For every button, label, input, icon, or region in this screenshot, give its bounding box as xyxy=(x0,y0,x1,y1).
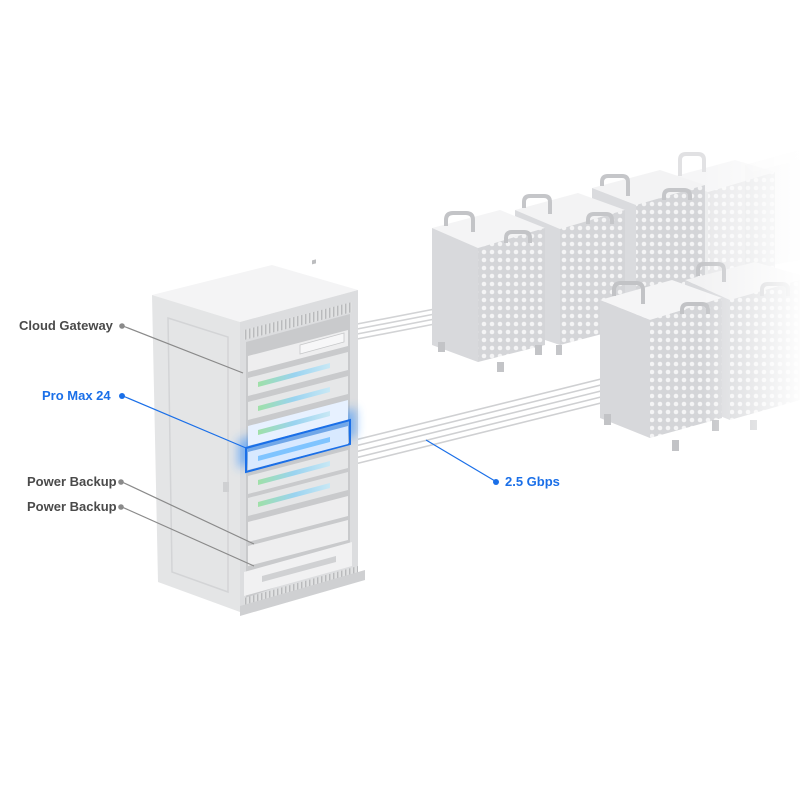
power-backup-label: Power Backup xyxy=(27,474,117,489)
dot-icon xyxy=(119,393,125,399)
pro-max-label: Pro Max 24 xyxy=(42,388,111,403)
dot-icon xyxy=(493,479,499,485)
cloud-gateway-label: Cloud Gateway xyxy=(19,318,113,333)
power-backup-label-2: Power Backup xyxy=(27,499,117,514)
leader-lines xyxy=(121,325,496,567)
cable-bundle-top xyxy=(351,307,441,341)
leader-dots xyxy=(118,323,499,510)
dot-icon xyxy=(118,504,124,510)
server-rack xyxy=(152,259,365,616)
speed-label: 2.5 Gbps xyxy=(505,474,560,489)
dot-icon xyxy=(118,479,124,485)
workstation-machine xyxy=(432,210,545,372)
cable-bundle-front xyxy=(354,377,606,465)
fade-overlay xyxy=(700,130,800,450)
dot-icon xyxy=(119,323,125,329)
